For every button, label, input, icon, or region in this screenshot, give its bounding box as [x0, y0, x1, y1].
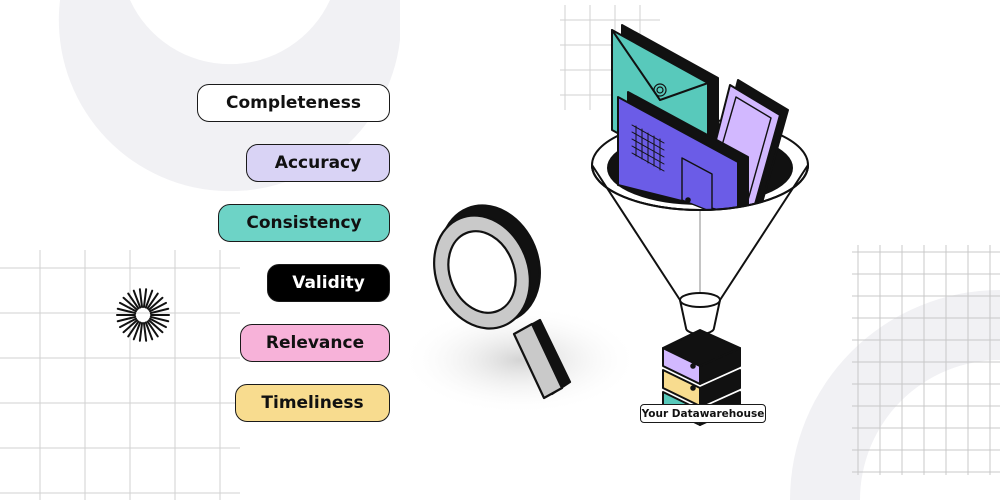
- pill-relevance: Relevance: [240, 324, 390, 362]
- sunburst-ray: [144, 321, 154, 341]
- sunburst-ray: [149, 301, 168, 313]
- sunburst-ray: [142, 321, 148, 342]
- pill-accuracy: Accuracy: [246, 144, 390, 182]
- sunburst-ray: [146, 320, 159, 338]
- sunburst-ray: [118, 317, 137, 329]
- sunburst-ray: [116, 315, 137, 323]
- ground-shadow: [400, 305, 640, 415]
- sunburst-ray: [127, 292, 140, 310]
- sunburst-ray: [147, 319, 164, 334]
- bg-arc-top-left-inner: [130, 0, 330, 65]
- sunburst-ray: [149, 307, 170, 315]
- sunburst-ray: [132, 321, 142, 341]
- sunburst-ray: [116, 307, 137, 315]
- sunburst-ray: [118, 301, 137, 313]
- grid-left: [0, 250, 240, 500]
- sunburst-ray: [142, 288, 148, 309]
- sunburst-ray: [138, 321, 144, 342]
- sunburst-icon: [116, 288, 170, 342]
- bg-arc-right-inner: [860, 360, 1000, 500]
- pill-consistency: Consistency: [218, 204, 390, 242]
- sunburst-ray: [127, 320, 140, 338]
- sunburst-ray: [122, 296, 139, 311]
- database-server-icon: [662, 329, 741, 426]
- sunburst-ray: [147, 296, 164, 311]
- sunburst-ray: [149, 317, 168, 329]
- pill-validity: Validity: [267, 264, 390, 302]
- sunburst-ray: [132, 289, 142, 309]
- pill-timeliness: Timeliness: [235, 384, 390, 422]
- sunburst-ray: [138, 288, 144, 309]
- pill-completeness: Completeness: [197, 84, 390, 122]
- sunburst-ray: [144, 289, 154, 309]
- sunburst-ray: [146, 292, 159, 310]
- sunburst-ray: [149, 315, 170, 323]
- building-icon: [617, 91, 749, 216]
- datawarehouse-label: Your Datawarehouse: [640, 404, 766, 423]
- grid-right: [852, 245, 1000, 475]
- sunburst-ray: [122, 319, 139, 334]
